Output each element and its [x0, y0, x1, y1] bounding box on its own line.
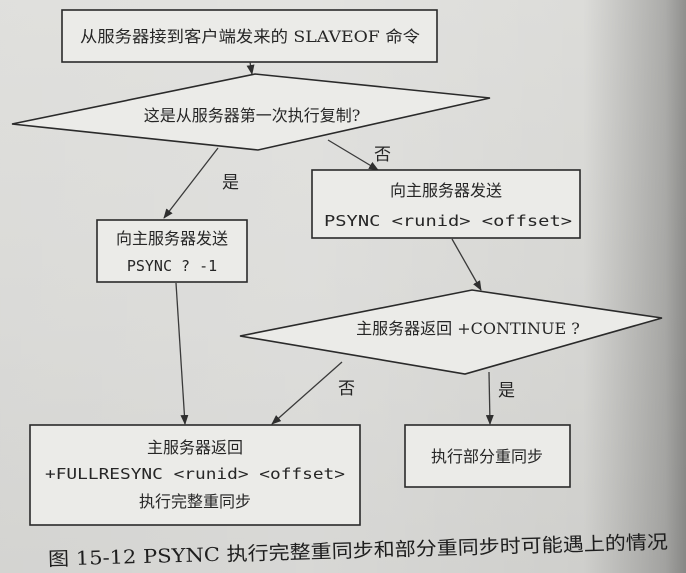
partial-resync-line1: 执行部分重同步 — [431, 447, 543, 466]
decision-first-replication-question: 这是从服务器第一次执行复制? — [144, 106, 361, 125]
full-resync-node: 主服务器返回 +FULLRESYNC <runid> <offset> 执行完整… — [29, 424, 361, 526]
arrow-continue-no — [271, 361, 343, 425]
full-resync-line2: +FULLRESYNC <runid> <offset> — [45, 465, 345, 483]
edge-label-no-first: 否 — [374, 145, 391, 165]
decision-first-replication: 这是从服务器第一次执行复制? — [11, 73, 491, 151]
partial-request-line1: 向主服务器发送 — [390, 181, 502, 200]
arrow-start-to-first-replication — [246, 61, 255, 75]
arrow-partial-request-to-continue — [451, 238, 482, 291]
full-request-line1: 向主服务器发送 — [116, 229, 228, 248]
partial-resync-node: 执行部分重同步 — [404, 424, 571, 488]
start-box — [61, 9, 438, 63]
arrow-first-replication-yes — [163, 147, 219, 219]
arrow-full-request-to-full-resync — [175, 282, 189, 425]
decision-continue: 主服务器返回 +CONTINUE ? — [239, 289, 663, 375]
decision-continue-diamond — [239, 289, 663, 375]
full-resync-line1: 主服务器返回 — [147, 438, 243, 457]
full-request-box — [96, 219, 248, 283]
edge-label-yes-continue: 是 — [498, 381, 515, 401]
full-resync-line3: 执行完整重同步 — [139, 492, 251, 511]
start-node-text: 从服务器接到客户端发来的 SLAVEOF 命令 — [80, 27, 420, 46]
decision-continue-question: 主服务器返回 +CONTINUE ? — [356, 319, 580, 338]
edge-label-no-continue: 否 — [338, 379, 355, 399]
start-node: 从服务器接到客户端发来的 SLAVEOF 命令 — [61, 9, 438, 63]
partial-request-node: 向主服务器发送 PSYNC <runid> <offset> — [311, 169, 581, 239]
full-request-node: 向主服务器发送 PSYNC ? -1 — [96, 219, 248, 283]
arrow-continue-yes — [485, 371, 494, 425]
partial-request-box — [311, 169, 581, 239]
partial-resync-box — [404, 424, 571, 488]
figure-caption: 图 15-12 PSYNC 执行完整重同步和部分重同步时可能遇上的情况 — [48, 531, 668, 570]
arrow-first-replication-no — [327, 139, 379, 171]
decision-first-replication-diamond — [11, 73, 491, 151]
edge-label-yes-first: 是 — [222, 173, 239, 193]
partial-request-line2: PSYNC <runid> <offset> — [324, 212, 572, 230]
full-resync-box — [29, 424, 361, 526]
full-request-line2: PSYNC ? -1 — [127, 257, 217, 275]
